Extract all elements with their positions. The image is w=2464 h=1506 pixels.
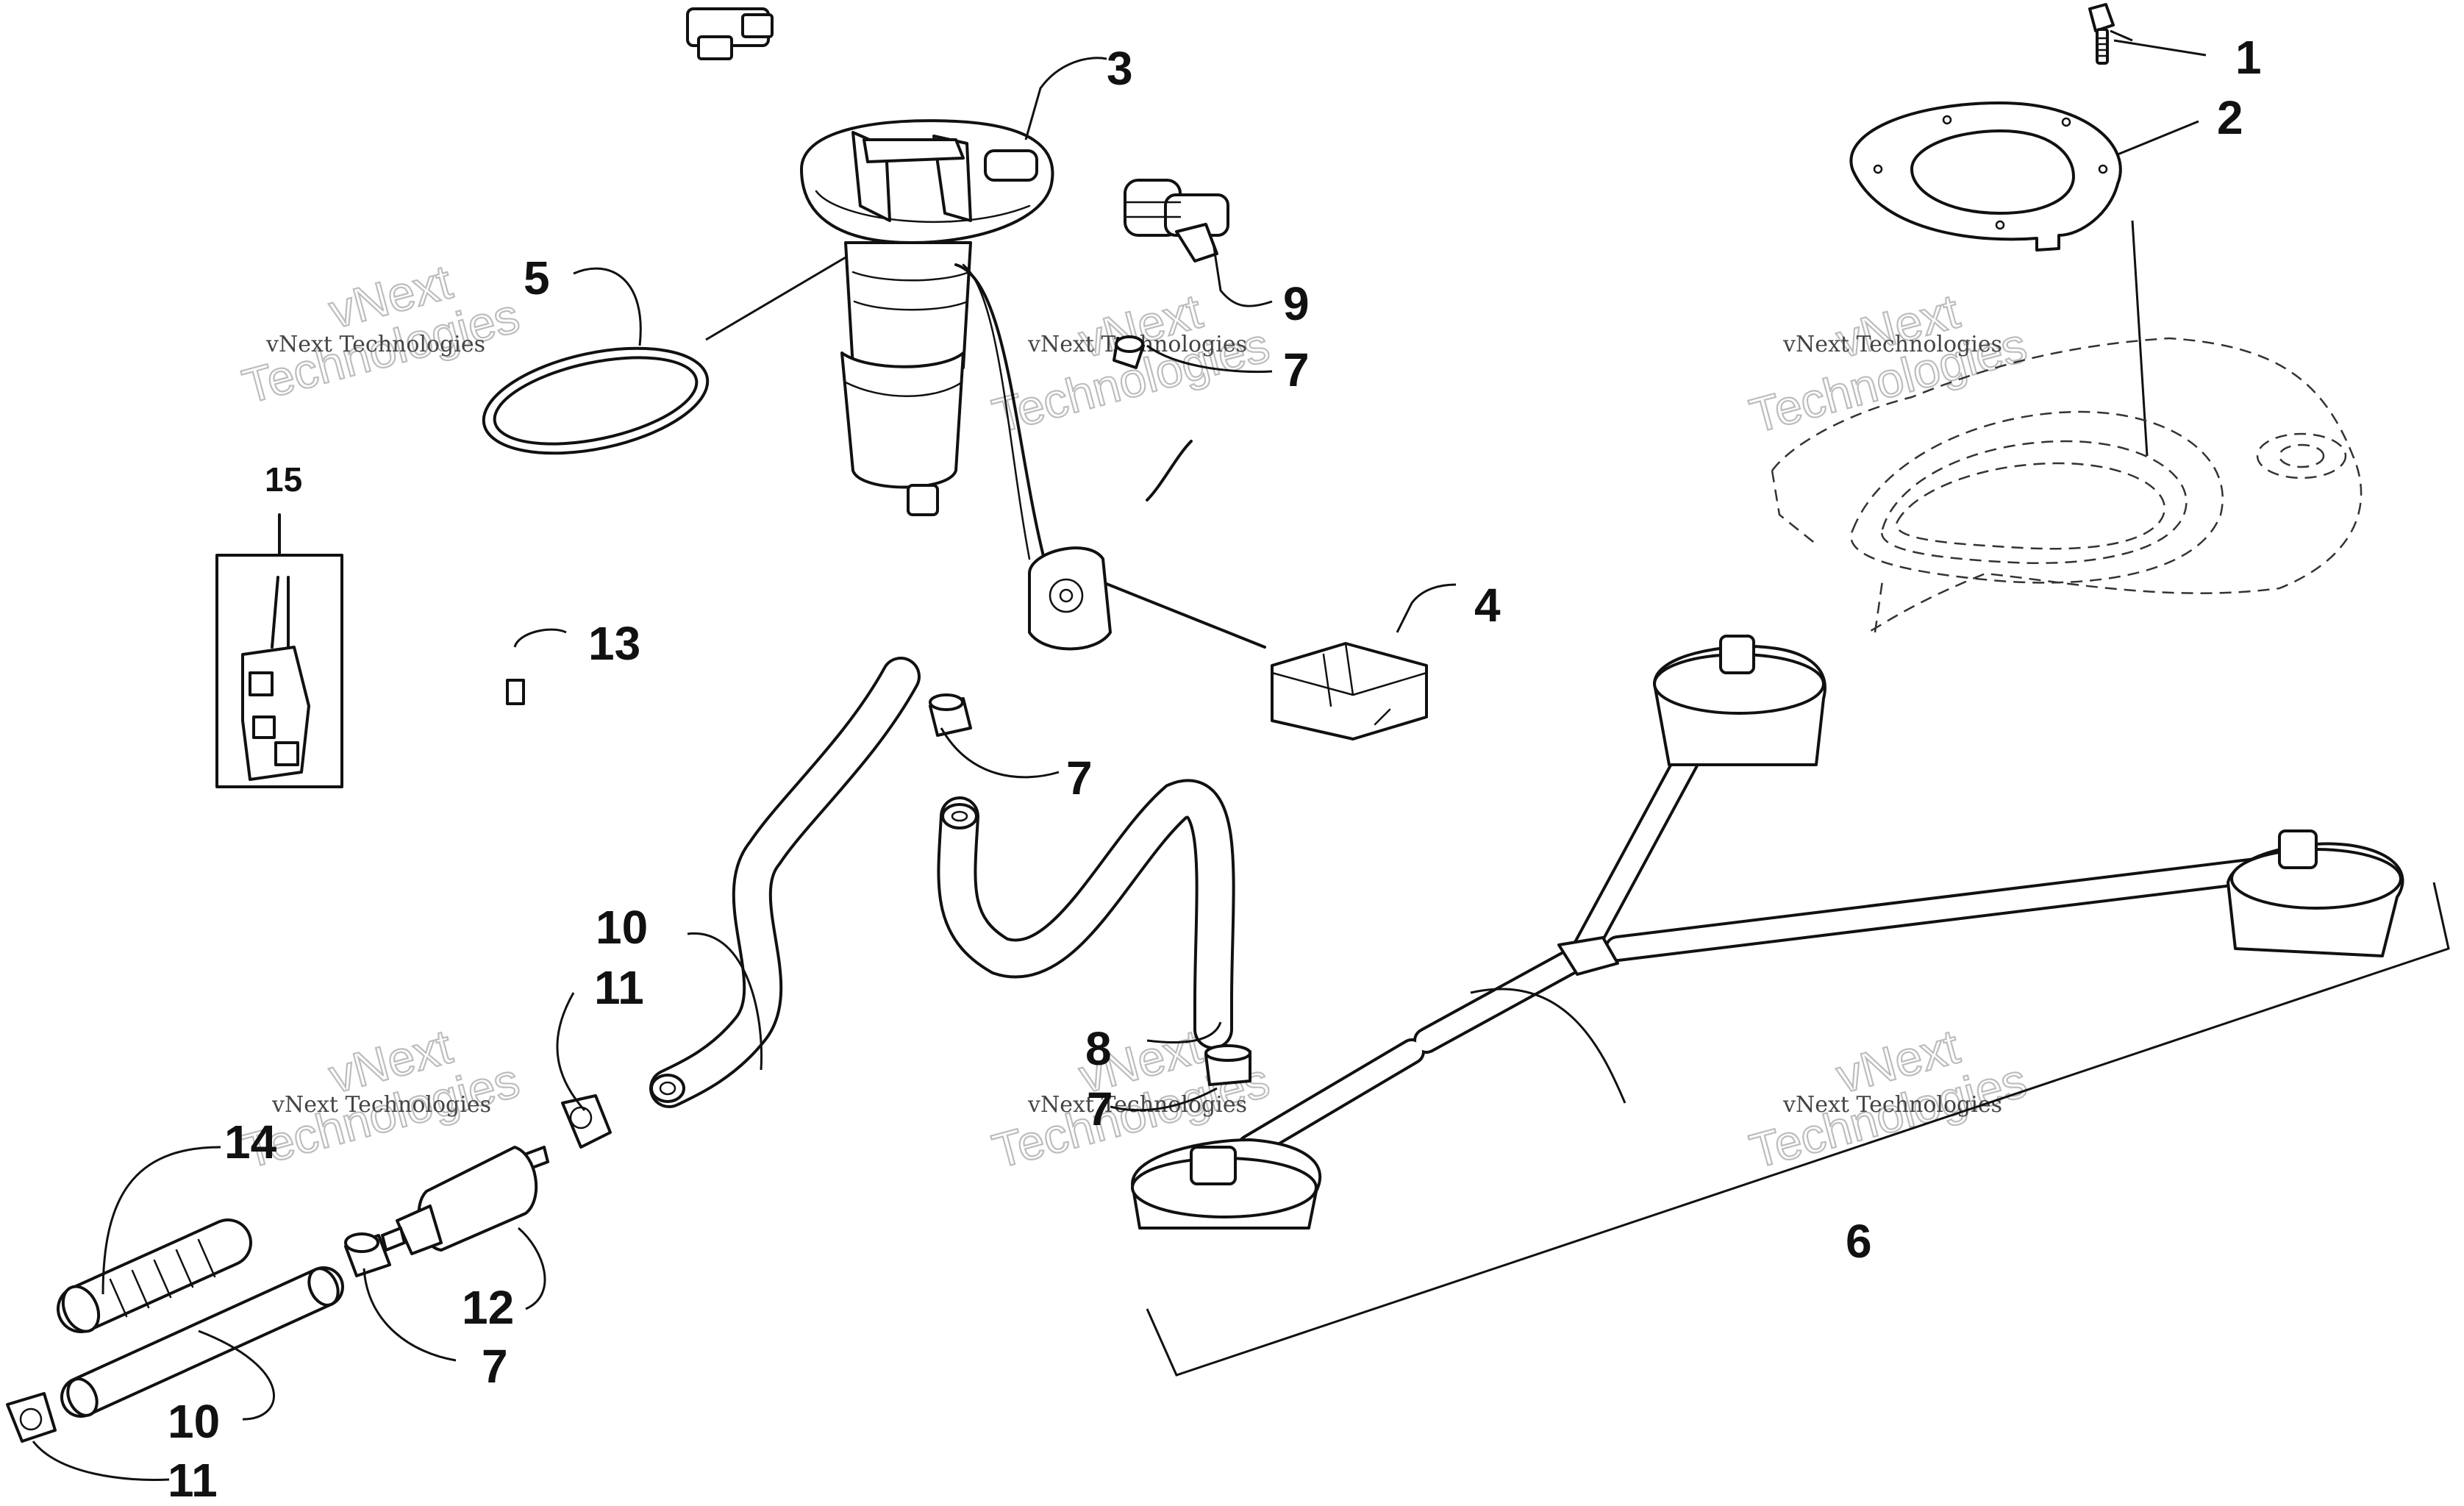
part-11-clamp [561,1094,612,1149]
callout-5: 5 [524,251,550,304]
callout-11-lower: 11 [168,1454,218,1506]
part-7-hose-clamp [929,693,972,737]
callout-3: 3 [1107,42,1133,95]
part-10-fuel-hose-lower [60,1266,344,1418]
part-1-screw [2088,3,2115,65]
part-10-fuel-hose-upper [649,657,921,1108]
callout-10-lower: 10 [168,1395,220,1448]
part-7-hose-clamp [1204,1044,1251,1086]
callout-11-upper: 11 [594,961,644,1014]
callout-7-lower-middle: 7 [1087,1082,1113,1135]
callout-9: 9 [1283,277,1310,330]
callout-1: 1 [2235,31,2262,84]
leader-lines [32,29,2207,1481]
part-11-clamp [6,1392,57,1443]
fuel-tank-outline [1771,337,2363,634]
watermark-text: vNext Technologies [1782,1092,2002,1118]
part-8-fuel-hose [937,779,1235,1049]
part-3-fuel-pump-module [686,7,1266,651]
callout-7-middle: 7 [1066,752,1093,804]
watermark-1: Technologies vNext [236,253,526,414]
watermark-text: vNext Technologies [265,332,485,357]
callout-14: 14 [224,1116,277,1168]
part-5-o-ring [482,346,710,455]
part-7-hose-clamp [1113,335,1145,369]
part-12-fuel-filter [381,1146,549,1255]
watermark-text: vNext Technologies [1782,332,2002,357]
part-2-ring-plate [1849,101,2149,457]
callout-7-upper-right: 7 [1283,343,1310,396]
part-15-harness-kit [215,513,343,788]
callout-8: 8 [1085,1022,1112,1075]
part-7-hose-clamp [344,1232,391,1277]
callout-4: 4 [1474,579,1501,632]
callout-15: 15 [265,460,302,499]
callout-labels: 1 2 3 4 5 6 7 7 7 7 8 9 10 10 11 11 12 1… [168,31,2262,1506]
callout-12: 12 [462,1281,514,1334]
callout-6: 6 [1846,1215,1872,1268]
part-14-protective-sleeve [57,1218,252,1333]
callout-10-upper: 10 [596,901,648,954]
callout-7-lower-left: 7 [482,1340,508,1393]
part-13-band-clamp [445,677,564,809]
watermark-text: vNext Technologies [1027,1092,1247,1118]
callout-13: 13 [588,617,640,670]
part-9-elbow-connector [1124,179,1229,263]
part-6-fuel-pickup-assembly [1131,635,2450,1377]
callout-2: 2 [2217,91,2243,144]
watermark-text: vNext Technologies [271,1092,491,1118]
part-4-float [1271,642,1428,740]
